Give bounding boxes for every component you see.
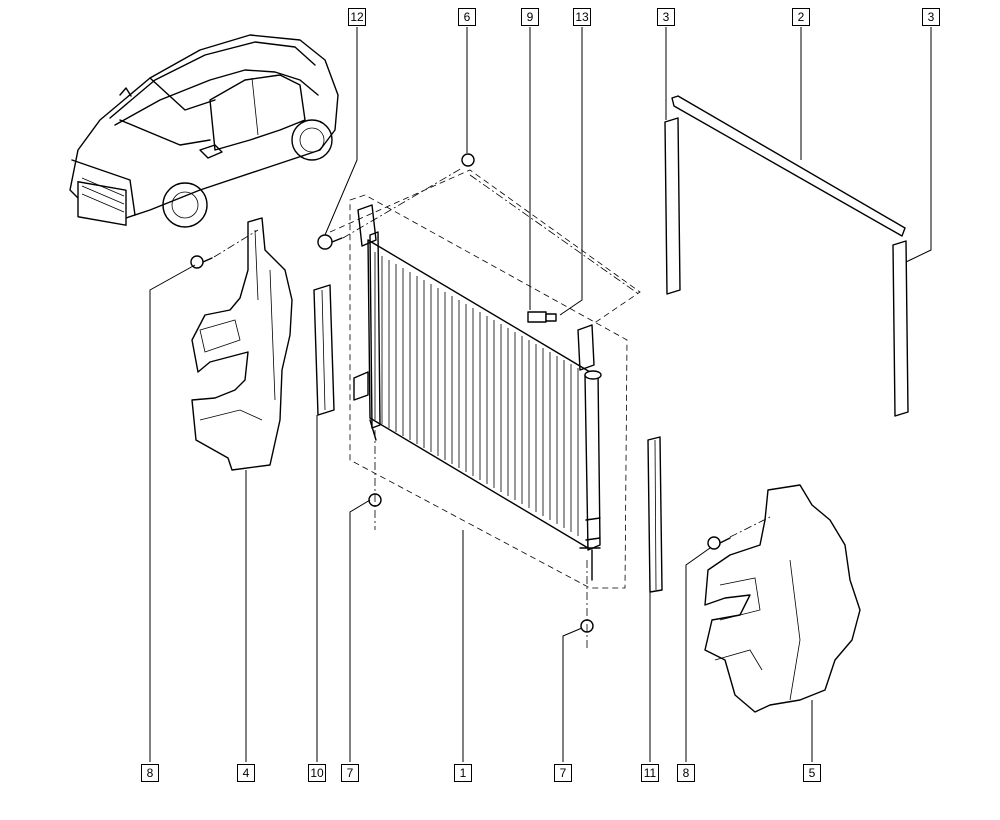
leader-lines [149,27,932,762]
callout-7-left: 7 [341,764,359,782]
left-air-deflector [191,217,293,471]
alignment-lines [213,167,771,650]
vehicle-illustration [69,34,339,228]
callout-6: 6 [458,8,476,26]
callout-7-right: 7 [554,764,572,782]
callout-2: 2 [792,8,810,26]
side-seal-strip-left [664,117,681,295]
right-air-deflector [704,484,861,713]
callout-8-left: 8 [141,764,159,782]
callout-3-left: 3 [657,8,675,26]
condenser-group-outline [349,194,628,589]
callout-11: 11 [641,764,659,782]
callout-5: 5 [803,764,821,782]
screw-8-left [190,255,213,269]
callout-10: 10 [308,764,326,782]
screw-12 [317,234,343,250]
callout-8-right: 8 [677,764,695,782]
pressure-sensor [527,311,557,323]
callout-13: 13 [573,8,591,26]
callout-4: 4 [237,764,255,782]
mounting-plane-outline [329,169,641,327]
condenser [353,204,602,581]
callout-12: 12 [348,8,366,26]
foam-seal-left [313,284,335,416]
foam-seal-right [647,436,663,593]
screw-8-right [707,536,731,550]
condenser-fins [374,252,579,536]
upper-seal-strip [671,95,906,237]
callout-9: 9 [521,8,539,26]
callout-1: 1 [454,764,472,782]
side-seal-strip-right [892,240,909,417]
callout-3-right: 3 [922,8,940,26]
nut-6 [461,153,475,167]
